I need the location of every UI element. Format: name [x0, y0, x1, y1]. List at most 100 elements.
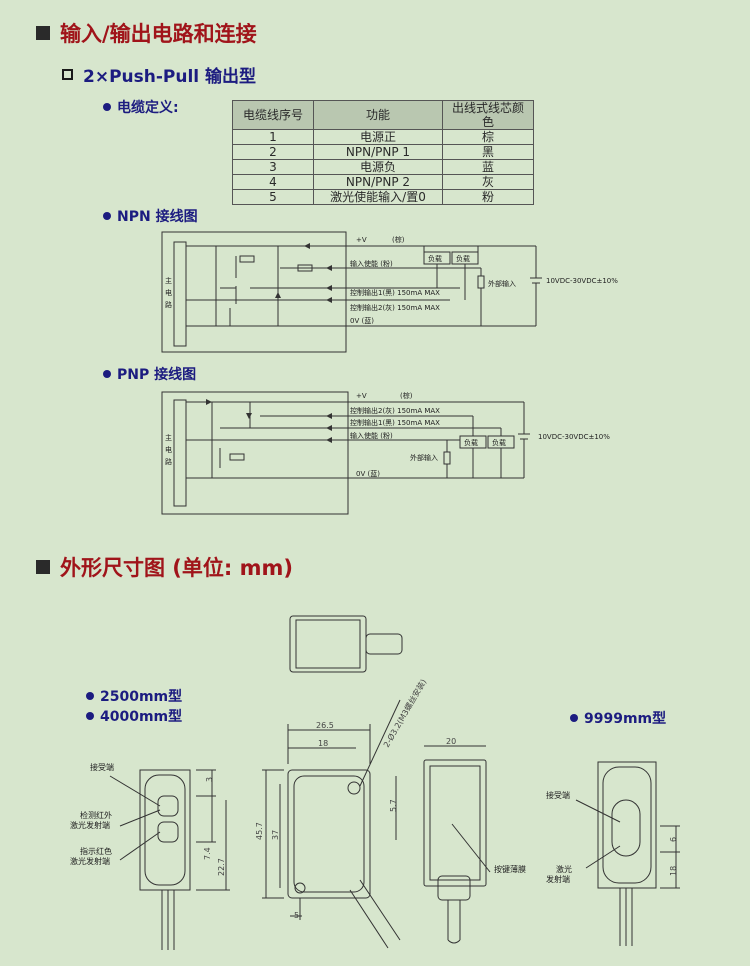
bullet-dot-icon [86, 692, 94, 700]
table-cell: 激光使能输入/置0 [313, 189, 443, 205]
main-circuit-label: 主 [165, 433, 172, 442]
main-circuit-frame [161, 391, 349, 515]
zero-v-label: 0V (蓝) [356, 469, 380, 478]
emit-end-label: 发射端 [546, 874, 570, 884]
dim-18: 18 [318, 739, 328, 748]
table-row: 4 NPN/PNP 2 灰 [232, 174, 534, 190]
table-cell: 电源负 [313, 159, 443, 175]
table-cell: 灰 [442, 174, 534, 190]
load-label: 负载 [492, 438, 506, 447]
table-cell: 蓝 [442, 159, 534, 175]
table-cell: 3 [232, 159, 314, 175]
model-4000-label: 4000mm型 [86, 706, 182, 726]
ext-input-label: 外部输入 [488, 279, 516, 288]
vplus-label: +V [356, 236, 367, 244]
npn-heading: NPN 接线图 [103, 206, 198, 226]
table-cell: 粉 [442, 189, 534, 205]
dim-20: 20 [446, 737, 456, 746]
key-film-label: 按键薄膜 [494, 864, 526, 874]
dim-22-7: 22.7 [217, 858, 226, 876]
dim-37: 37 [271, 830, 280, 840]
dim-5: 5 [294, 911, 299, 920]
subsection-heading: 2×Push-Pull 输出型 [62, 62, 256, 87]
section-heading-io: 输入/输出电路和连接 [36, 18, 257, 48]
model-name: 4000mm型 [100, 709, 183, 725]
model-2500-label: 2500mm型 [86, 686, 182, 706]
vplus-color-label: (棕) [400, 391, 413, 400]
table-row: 2 NPN/PNP 1 黑 [232, 144, 534, 160]
bullet-dot-icon [86, 712, 94, 720]
main-circuit-label: 路 [165, 457, 172, 466]
table-cell: 电源正 [313, 129, 443, 145]
dim-7-4: 7.4 [203, 847, 212, 860]
load-label: 负载 [456, 254, 470, 263]
top-view-body [289, 615, 367, 673]
section-title: 输入/输出电路和连接 [60, 22, 257, 46]
dim-45-7: 45.7 [255, 822, 264, 840]
zero-v-label: 0V (蓝) [350, 316, 374, 325]
square-bullet-icon [36, 26, 50, 40]
vplus-label: +V [356, 392, 367, 400]
dim-26-5: 26.5 [316, 721, 334, 730]
table-cell: 棕 [442, 129, 534, 145]
dim-3: 3 [205, 777, 214, 782]
main-circuit-block [173, 399, 187, 507]
bullet-dot-icon [103, 103, 111, 111]
dim-5-7: 5.7 [389, 799, 398, 812]
table-cell: NPN/PNP 1 [313, 144, 443, 160]
hollow-square-icon [62, 69, 73, 80]
table-cell: NPN/PNP 2 [313, 174, 443, 190]
enable-label: 输入使能 (粉) [350, 259, 393, 268]
laser-emit2-label: 激光发射端 [70, 856, 110, 866]
pnp-heading: PNP 接线图 [103, 364, 196, 384]
mount-hole-label: 2-Ø3.2(M3螺丝安装) [381, 677, 428, 749]
main-circuit-label: 电 [165, 445, 172, 454]
top-view-cable [365, 633, 403, 655]
cable-label: 电缆定义: [117, 100, 179, 116]
table-cell: 2 [232, 144, 314, 160]
pnp-wiring-diagram: 主 电 路 +V (棕) 控制输出2(灰) 150mA MAX 控制输出1(黑)… [161, 391, 610, 515]
cable-table: 电缆线序号 功能 出线式线芯颜色 1 电源正 棕 2 NPN/PNP 1 黑 3… [232, 100, 534, 205]
model-name: 9999mm型 [584, 711, 667, 727]
bullet-dot-icon [103, 370, 111, 378]
vplus-color-label: (棕) [392, 235, 405, 244]
table-header: 出线式线芯颜色 [442, 100, 534, 130]
ext-input-label: 外部输入 [410, 453, 438, 462]
left-view-body [139, 769, 191, 891]
model-9999-label: 9999mm型 [570, 708, 666, 728]
subsection-title: 2×Push-Pull 输出型 [83, 67, 257, 87]
pnp-title: PNP 接线图 [117, 367, 197, 383]
dim-18b: 18 [669, 866, 678, 876]
table-header-row: 电缆线序号 功能 出线式线芯颜色 [232, 100, 534, 130]
table-header: 电缆线序号 [232, 100, 314, 130]
out1-label: 控制输出1(黑) 150mA MAX [350, 288, 440, 297]
cable-definition-label: 电缆定义: [103, 97, 179, 117]
detect-red-label: 检测红外 [80, 810, 112, 820]
dimension-drawing: 接受端 检测红外 激光发射端 指示红色 激光发射端 按键薄膜 接受端 激光 发射… [70, 615, 680, 950]
receiver-label: 接受端 [90, 762, 114, 772]
square-bullet-icon [36, 560, 50, 574]
table-cell: 5 [232, 189, 314, 205]
main-circuit-block [173, 241, 187, 347]
table-cell: 4 [232, 174, 314, 190]
right-view-body [597, 761, 657, 889]
indicator-red-label: 指示红色 [80, 846, 112, 856]
table-header: 功能 [313, 100, 443, 130]
section-title: 外形尺寸图 (单位: mm) [60, 556, 293, 580]
main-circuit-label: 电 [165, 288, 172, 297]
laser-label: 激光 [556, 864, 572, 874]
bullet-dot-icon [103, 212, 111, 220]
side-view-body [423, 759, 487, 887]
enable-label: 输入使能 (粉) [350, 431, 393, 440]
npn-wiring-diagram: 主 电 路 +V (棕) 输入使能 (粉) 控制输出1(黑) 150mA MAX… [161, 231, 618, 353]
table-cell: 1 [232, 129, 314, 145]
npn-title: NPN 接线图 [117, 209, 198, 225]
model-name: 2500mm型 [100, 689, 183, 705]
section-heading-dimensions: 外形尺寸图 (单位: mm) [36, 552, 293, 582]
supply-label: 10VDC-30VDC±10% [538, 433, 610, 441]
main-circuit-frame [161, 231, 347, 353]
out1-label: 控制输出1(黑) 150mA MAX [350, 418, 440, 427]
main-circuit-label: 路 [165, 300, 172, 309]
table-row: 5 激光使能输入/置0 粉 [232, 189, 534, 205]
table-cell: 黑 [442, 144, 534, 160]
